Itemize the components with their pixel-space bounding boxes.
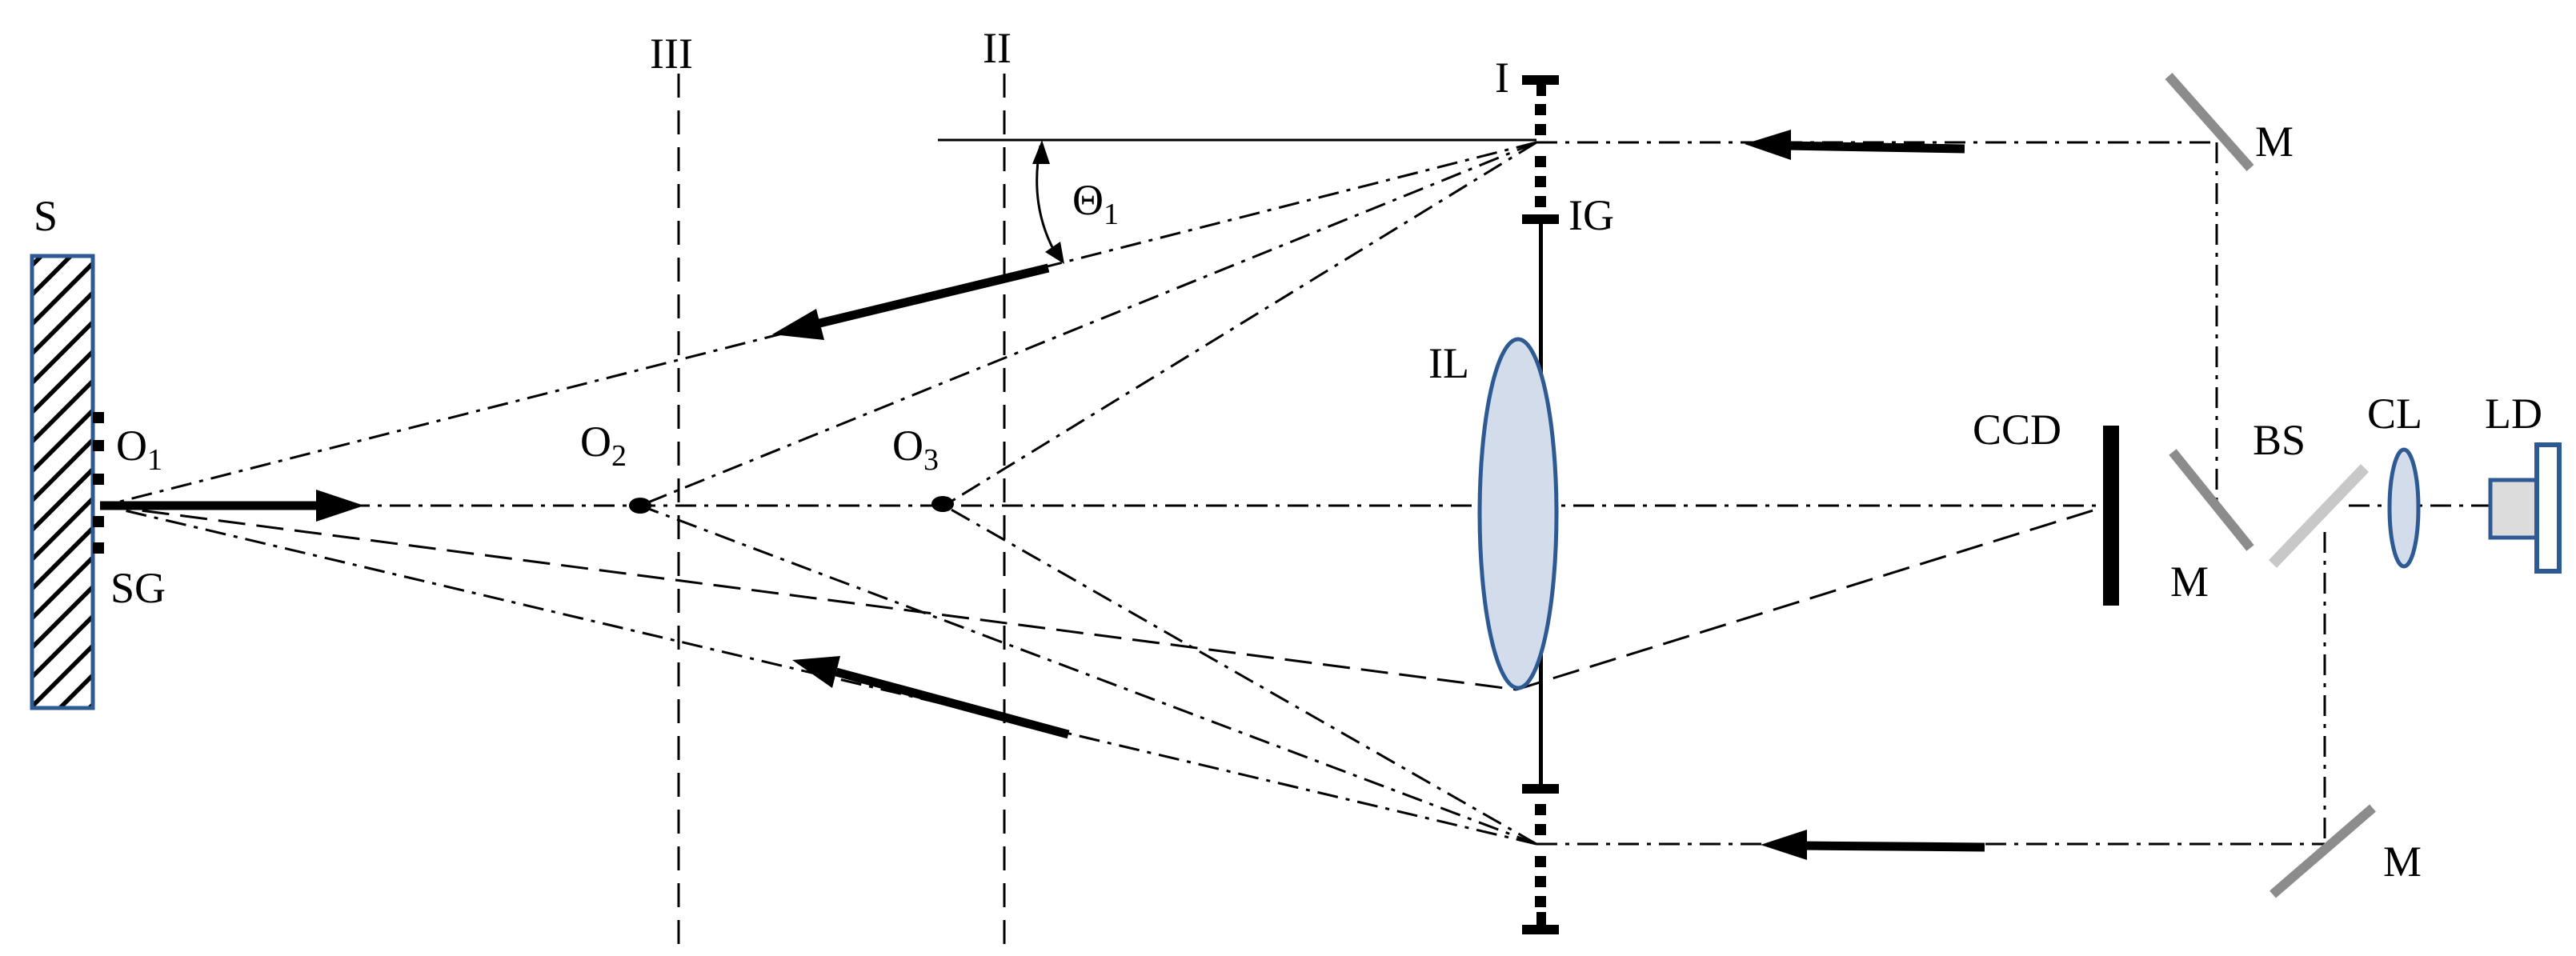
ccd-sensor	[2103, 426, 2119, 606]
mirror-top	[2165, 73, 2254, 171]
label-theta: Θ1	[1072, 176, 1119, 231]
angle-arc	[1032, 140, 1064, 264]
label-M-bottom: M	[2383, 838, 2422, 886]
label-M-middle: M	[2170, 558, 2209, 606]
mirror-middle	[2169, 449, 2254, 551]
focal-point-O2	[629, 498, 651, 514]
beam-splitter	[2268, 464, 2370, 568]
sample-surface	[30, 254, 95, 710]
label-plane-II: II	[983, 24, 1012, 72]
label-IL: IL	[1428, 339, 1469, 387]
label-LD: LD	[2485, 390, 2542, 438]
sample-grating-marks	[93, 412, 104, 554]
mirror-bottom	[2270, 804, 2376, 898]
label-CL: CL	[2367, 390, 2422, 438]
imaging-lines	[103, 504, 2109, 691]
label-SG: SG	[110, 564, 166, 612]
collimating-lens	[2387, 447, 2421, 569]
label-CCD: CCD	[1973, 406, 2061, 454]
label-S: S	[34, 192, 58, 240]
label-O2: O2	[580, 418, 627, 473]
beam-arrows	[100, 130, 1985, 860]
label-M-top: M	[2255, 118, 2294, 166]
label-O3: O3	[892, 422, 939, 477]
label-plane-III: III	[650, 30, 693, 78]
laser-diode	[2488, 442, 2562, 574]
label-O1: O1	[116, 422, 162, 477]
label-plane-I: I	[1495, 54, 1509, 102]
imaging-lens	[1477, 337, 1559, 690]
focal-point-O3	[931, 496, 954, 512]
label-IG: IG	[1568, 191, 1614, 239]
label-BS: BS	[2253, 416, 2306, 464]
beam-lines	[103, 141, 2489, 846]
